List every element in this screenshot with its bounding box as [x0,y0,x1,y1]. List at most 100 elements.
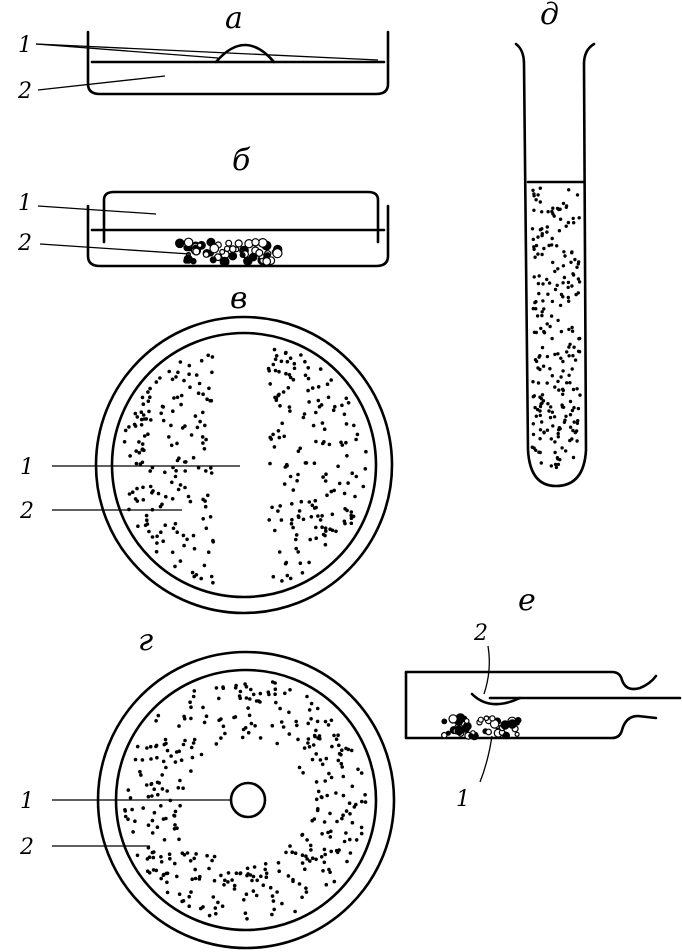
colony-dot [354,474,359,479]
colony-dot [268,885,273,890]
tube-dot [568,413,573,417]
colony-dot [277,550,282,554]
colony-dot [171,526,176,531]
tube-dot [568,425,573,429]
colony-dot [294,537,298,542]
colony-dot [205,397,209,402]
tube-dot [557,388,561,392]
colony-dot [273,692,277,696]
tube-dot [549,464,553,468]
tube-dot [534,307,538,311]
tube-dot [568,381,572,385]
tube-dot [569,260,573,264]
colony-dots-g [123,680,368,921]
colony-dot [155,780,160,785]
colony-dot [185,537,189,542]
colony-dot [189,433,194,437]
tube-dot [560,387,565,391]
sediment-particle [454,726,464,736]
colony-dot [326,723,331,727]
colony-dot [258,691,263,696]
tube-dot [555,244,559,248]
colony-dot [183,424,187,428]
tube-dot [548,415,553,420]
tube-dot [576,406,581,411]
colony-dot [188,700,192,704]
colony-dot [159,530,163,534]
tube-dot [541,282,545,286]
colony-dot [170,377,175,382]
tube-dot [534,414,538,418]
colony-dot [310,757,315,762]
sediment-particle [183,237,194,248]
colony-dot [326,395,331,400]
colony-dot [123,428,128,433]
sediment-particle [175,238,185,249]
colony-dot [172,814,177,818]
colony-dot [321,441,325,446]
tube-dot [561,369,565,373]
sediment-particle [257,237,268,248]
tube-dot [545,277,549,282]
colony-dot [204,437,208,442]
colony-dot [314,780,319,784]
colony-dot [280,901,284,906]
colony-dot [180,851,185,855]
colony-dot [192,689,197,693]
tube-dot [531,237,535,242]
label-v-2: 2 [19,499,34,524]
colony-dot [328,870,332,874]
colony-dot [154,549,159,554]
colony-dot [192,546,197,551]
colony-dot [193,414,198,418]
colony-dot [251,889,256,893]
colony-dot [179,758,184,762]
colony-dot [300,832,305,837]
colony-dot [234,871,239,875]
colony-dot [294,546,299,551]
colony-dot [349,516,354,520]
colony-dot [156,792,160,797]
colony-dot [360,799,364,804]
colony-dot [300,853,305,857]
colony-dot [161,873,166,877]
colony-dot [159,855,163,859]
label-b-2: 2 [17,231,32,256]
sediment-particle [255,248,264,257]
tube-dot [537,291,541,296]
colony-dot [291,377,296,382]
colony-dot [308,859,312,863]
colony-dot [274,354,279,358]
colony-dot [295,479,299,483]
colony-dot [201,392,205,397]
colony-dot [189,745,194,750]
colony-dot [198,419,202,424]
colony-dot [192,856,196,861]
colony-dot [273,357,278,362]
sediment-particle [183,258,189,264]
colony-dot [155,825,160,829]
tube-dot [561,201,566,206]
colony-dot [219,873,223,878]
colony-dot [307,560,311,565]
tube-dot [570,251,574,255]
colony-dot [141,806,145,810]
tube-dot [564,204,569,208]
colony-dot [307,708,312,712]
colony-dot [186,494,191,499]
colony-dot [289,521,294,526]
sediment-particle [251,238,260,247]
tube-dot [565,381,569,385]
colony-dot [183,485,187,490]
tube-dot [540,233,544,238]
colony-dot [159,411,163,416]
colony-dot [339,440,343,445]
sediment-particle [223,245,231,252]
colony-dot [276,509,280,513]
tube-dot [567,327,571,332]
colony-dot [173,861,177,866]
tube-dot [561,392,565,396]
colony-dot [141,413,146,417]
tube-dot [566,295,570,300]
colony-dot [155,755,159,760]
